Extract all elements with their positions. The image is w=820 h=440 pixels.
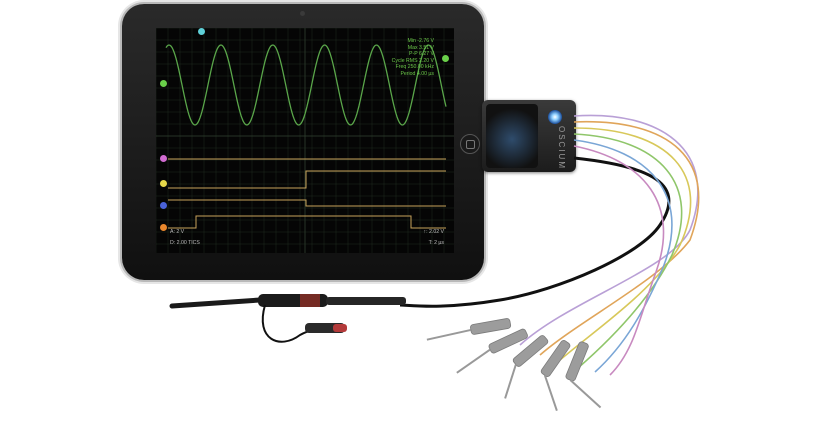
channel-4-marker-icon[interactable] bbox=[160, 224, 167, 231]
logic-trace-ch2 bbox=[168, 170, 446, 189]
measurement-min: Min -2.76 V bbox=[407, 38, 434, 44]
camera-dot bbox=[300, 11, 305, 16]
measurement-freq: Freq 250.00 kHz bbox=[395, 64, 434, 71]
module-face bbox=[486, 104, 538, 168]
measurement-period: Period 4.00 µs bbox=[400, 70, 434, 77]
channel-2-marker-icon[interactable] bbox=[160, 180, 167, 187]
trigger-level-readout[interactable]: ↑: 2.02 V bbox=[423, 229, 444, 235]
wire-green bbox=[573, 133, 683, 369]
oscilloscope-probe-icon bbox=[169, 294, 406, 343]
home-button[interactable] bbox=[460, 134, 480, 154]
measurement-cycle-rms: Cycle RMS 2.20 V bbox=[391, 57, 434, 64]
oscium-module: OSCIUM bbox=[482, 100, 576, 172]
logic-trace-ch3 bbox=[168, 199, 446, 207]
measurements-panel: Min -2.76 V Max 3.51 V P-P 6.27 V Cycle … bbox=[392, 38, 434, 78]
channel-1-marker-icon[interactable] bbox=[160, 155, 167, 162]
wire-yellow bbox=[559, 127, 692, 361]
analog-waveform-trace bbox=[165, 44, 447, 126]
wire-pink bbox=[573, 145, 665, 376]
logic-trace-ch4 bbox=[168, 215, 446, 229]
timebase-readout[interactable]: T: 2 µs bbox=[428, 240, 444, 246]
level-marker-icon[interactable] bbox=[442, 55, 449, 62]
trigger-marker-icon[interactable] bbox=[198, 28, 205, 35]
oscilloscope-screen[interactable]: Min -2.76 V Max 3.51 V P-P 6.27 V Cycle … bbox=[156, 28, 454, 253]
logic-clip-icon bbox=[426, 318, 602, 411]
wire-orange bbox=[539, 120, 700, 356]
digital-scale[interactable]: D: 2.00 TICS bbox=[170, 240, 200, 246]
analog-cable bbox=[399, 156, 671, 308]
channel-a-scale[interactable]: A: 2 V bbox=[170, 229, 185, 235]
wire-blue bbox=[573, 139, 673, 373]
module-brand: OSCIUM bbox=[557, 126, 566, 170]
channel-a-marker-icon[interactable] bbox=[160, 80, 167, 87]
scope-display bbox=[156, 28, 454, 253]
measurement-pp: P-P 6.27 V bbox=[409, 51, 434, 58]
wire-purple bbox=[519, 114, 699, 346]
status-led-icon bbox=[548, 110, 562, 124]
measurement-max: Max 3.51 V bbox=[407, 44, 434, 51]
channel-3-marker-icon[interactable] bbox=[160, 202, 167, 209]
